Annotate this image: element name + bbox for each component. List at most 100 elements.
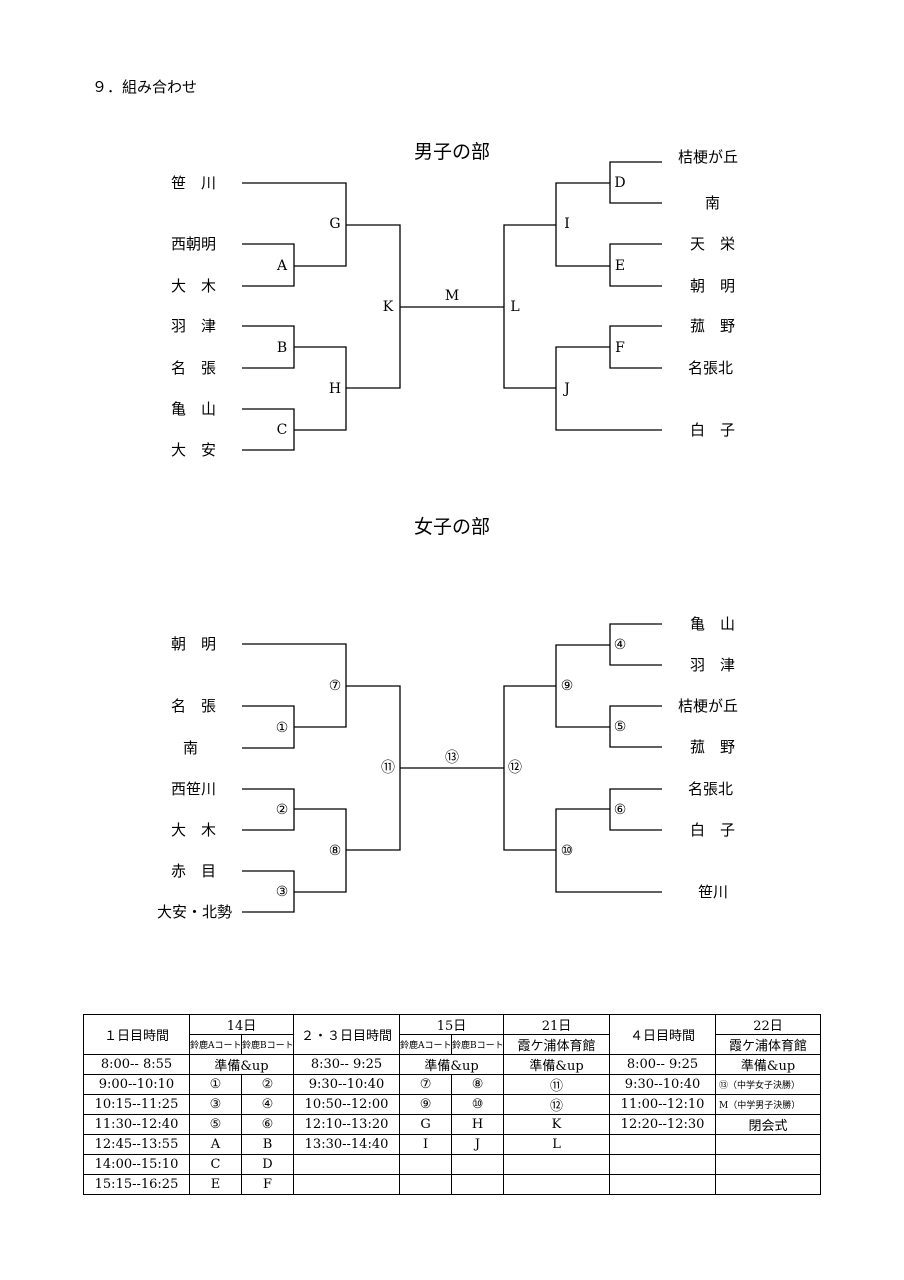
- match-cell: F: [240, 1174, 295, 1195]
- match-cell: ⑤: [189, 1114, 242, 1135]
- time-cell: 9:30--10:40: [293, 1074, 401, 1095]
- match-node: ⑤: [612, 719, 628, 735]
- time-cell: 14:00--15:10: [83, 1154, 190, 1175]
- team-name: 大 安: [170, 441, 216, 459]
- match-cell: ①: [189, 1074, 242, 1095]
- col-header: 14日: [188, 1014, 295, 1035]
- match-cell: [399, 1154, 453, 1175]
- match-node: ⑪: [380, 760, 396, 776]
- col-header: 22日: [715, 1014, 822, 1035]
- match-cell: ⑧: [451, 1074, 505, 1095]
- team-name: 名張北: [688, 780, 734, 798]
- match-node: ⑦: [327, 678, 343, 694]
- match-node: ①: [274, 720, 290, 736]
- match-node: C: [275, 422, 289, 438]
- schedule-table: １日目時間 14日 ２・３日目時間 15日 21日 ４日目時間 22日 鈴鹿Aコ…: [83, 1014, 822, 1195]
- court-label: 鈴鹿Bコート: [240, 1034, 295, 1055]
- team-name: 羽 津: [170, 317, 216, 335]
- time-cell: 13:30--14:40: [293, 1134, 401, 1155]
- time-cell: [293, 1174, 401, 1195]
- court-label: 鈴鹿Bコート: [451, 1034, 505, 1055]
- match-cell: ⑩: [451, 1094, 505, 1115]
- team-name: 西笹川: [170, 780, 216, 798]
- team-name: 笹川: [698, 883, 729, 901]
- team-name: 白 子: [690, 421, 736, 439]
- team-name: 赤 目: [170, 862, 216, 880]
- match-cell: I: [399, 1134, 453, 1155]
- match-node: ④: [612, 637, 628, 653]
- time-cell: 8:30-- 9:25: [293, 1054, 401, 1075]
- match-cell: ③: [189, 1094, 242, 1115]
- match-node: A: [275, 258, 289, 274]
- time-cell: 11:30--12:40: [83, 1114, 190, 1135]
- match-cell: ⑦: [399, 1074, 453, 1095]
- match-node: ⑥: [612, 802, 628, 818]
- match-cell: [451, 1174, 505, 1195]
- match-cell: [451, 1154, 505, 1175]
- team-name: 羽 津: [690, 656, 736, 674]
- girls-bracket-line: [503, 685, 556, 851]
- team-name: 亀 山: [170, 400, 216, 418]
- match-cell: 閉会式: [715, 1114, 822, 1135]
- section-heading: ９．組み合わせ: [92, 78, 198, 96]
- boys-bracket-line: [609, 243, 662, 287]
- team-name: 大 木: [170, 821, 216, 839]
- time-cell: 12:45--13:55: [83, 1134, 190, 1155]
- team-name: 笹 川: [170, 174, 216, 192]
- boys-bracket-line: [242, 243, 295, 287]
- match-cell: H: [451, 1114, 505, 1135]
- match-cell: ⑪: [503, 1074, 611, 1095]
- team-name: 名 張: [170, 359, 216, 377]
- girls-bracket-line: [242, 705, 295, 749]
- time-cell: 12:20--12:30: [609, 1114, 717, 1135]
- court-label: 鈴鹿Aコート: [189, 1034, 242, 1055]
- time-cell: 12:10--13:20: [293, 1114, 401, 1135]
- match-node: L: [509, 299, 521, 315]
- match-cell: ⑨: [399, 1094, 453, 1115]
- boys-bracket-line: [555, 346, 662, 431]
- time-cell: 9:00--10:10: [83, 1074, 190, 1095]
- match-cell: 準備&up: [188, 1054, 295, 1075]
- team-name: 名 張: [170, 697, 216, 715]
- col-header: ４日目時間: [609, 1014, 717, 1055]
- match-cell: ④: [240, 1094, 295, 1115]
- team-name: 朝 明: [170, 635, 216, 653]
- match-cell: L: [503, 1134, 611, 1155]
- team-name: 菰 野: [690, 317, 736, 335]
- time-cell: [293, 1154, 401, 1175]
- time-cell: 8:00-- 8:55: [83, 1054, 190, 1075]
- col-header: 15日: [399, 1014, 505, 1035]
- court-label: 鈴鹿Aコート: [399, 1034, 453, 1055]
- bracket-lines: [242, 161, 662, 913]
- time-cell: 9:30--10:40: [609, 1074, 717, 1095]
- match-cell: [715, 1174, 822, 1195]
- team-name: 南: [182, 739, 198, 757]
- time-cell: [609, 1134, 717, 1155]
- match-cell: C: [189, 1154, 242, 1175]
- team-name: 桔梗が丘: [678, 697, 739, 715]
- team-name: 菰 野: [690, 738, 736, 756]
- team-name: 大 木: [170, 277, 216, 295]
- match-node: ⑨: [559, 678, 575, 694]
- col-header: 21日: [503, 1014, 611, 1035]
- team-name: 西朝明: [170, 235, 216, 253]
- team-name: 白 子: [690, 821, 736, 839]
- team-name: 亀 山: [690, 615, 736, 633]
- team-name: 南: [705, 194, 721, 212]
- match-node: F: [614, 340, 626, 356]
- time-cell: [609, 1174, 717, 1195]
- team-name: 大安・北勢: [156, 903, 232, 921]
- match-cell: [503, 1174, 611, 1195]
- match-node: ②: [274, 802, 290, 818]
- match-cell: B: [240, 1134, 295, 1155]
- match-cell: E: [189, 1174, 242, 1195]
- match-cell: M（中学男子決勝）: [715, 1094, 822, 1115]
- match-cell: [503, 1154, 611, 1175]
- match-cell: ⑥: [240, 1114, 295, 1135]
- team-name: 桔梗が丘: [678, 148, 739, 166]
- match-cell: [715, 1154, 822, 1175]
- venue-label: 霞ケ浦体育館: [715, 1034, 822, 1055]
- match-cell: 準備&up: [715, 1054, 822, 1075]
- match-cell: 準備&up: [399, 1054, 505, 1075]
- match-cell: D: [240, 1154, 295, 1175]
